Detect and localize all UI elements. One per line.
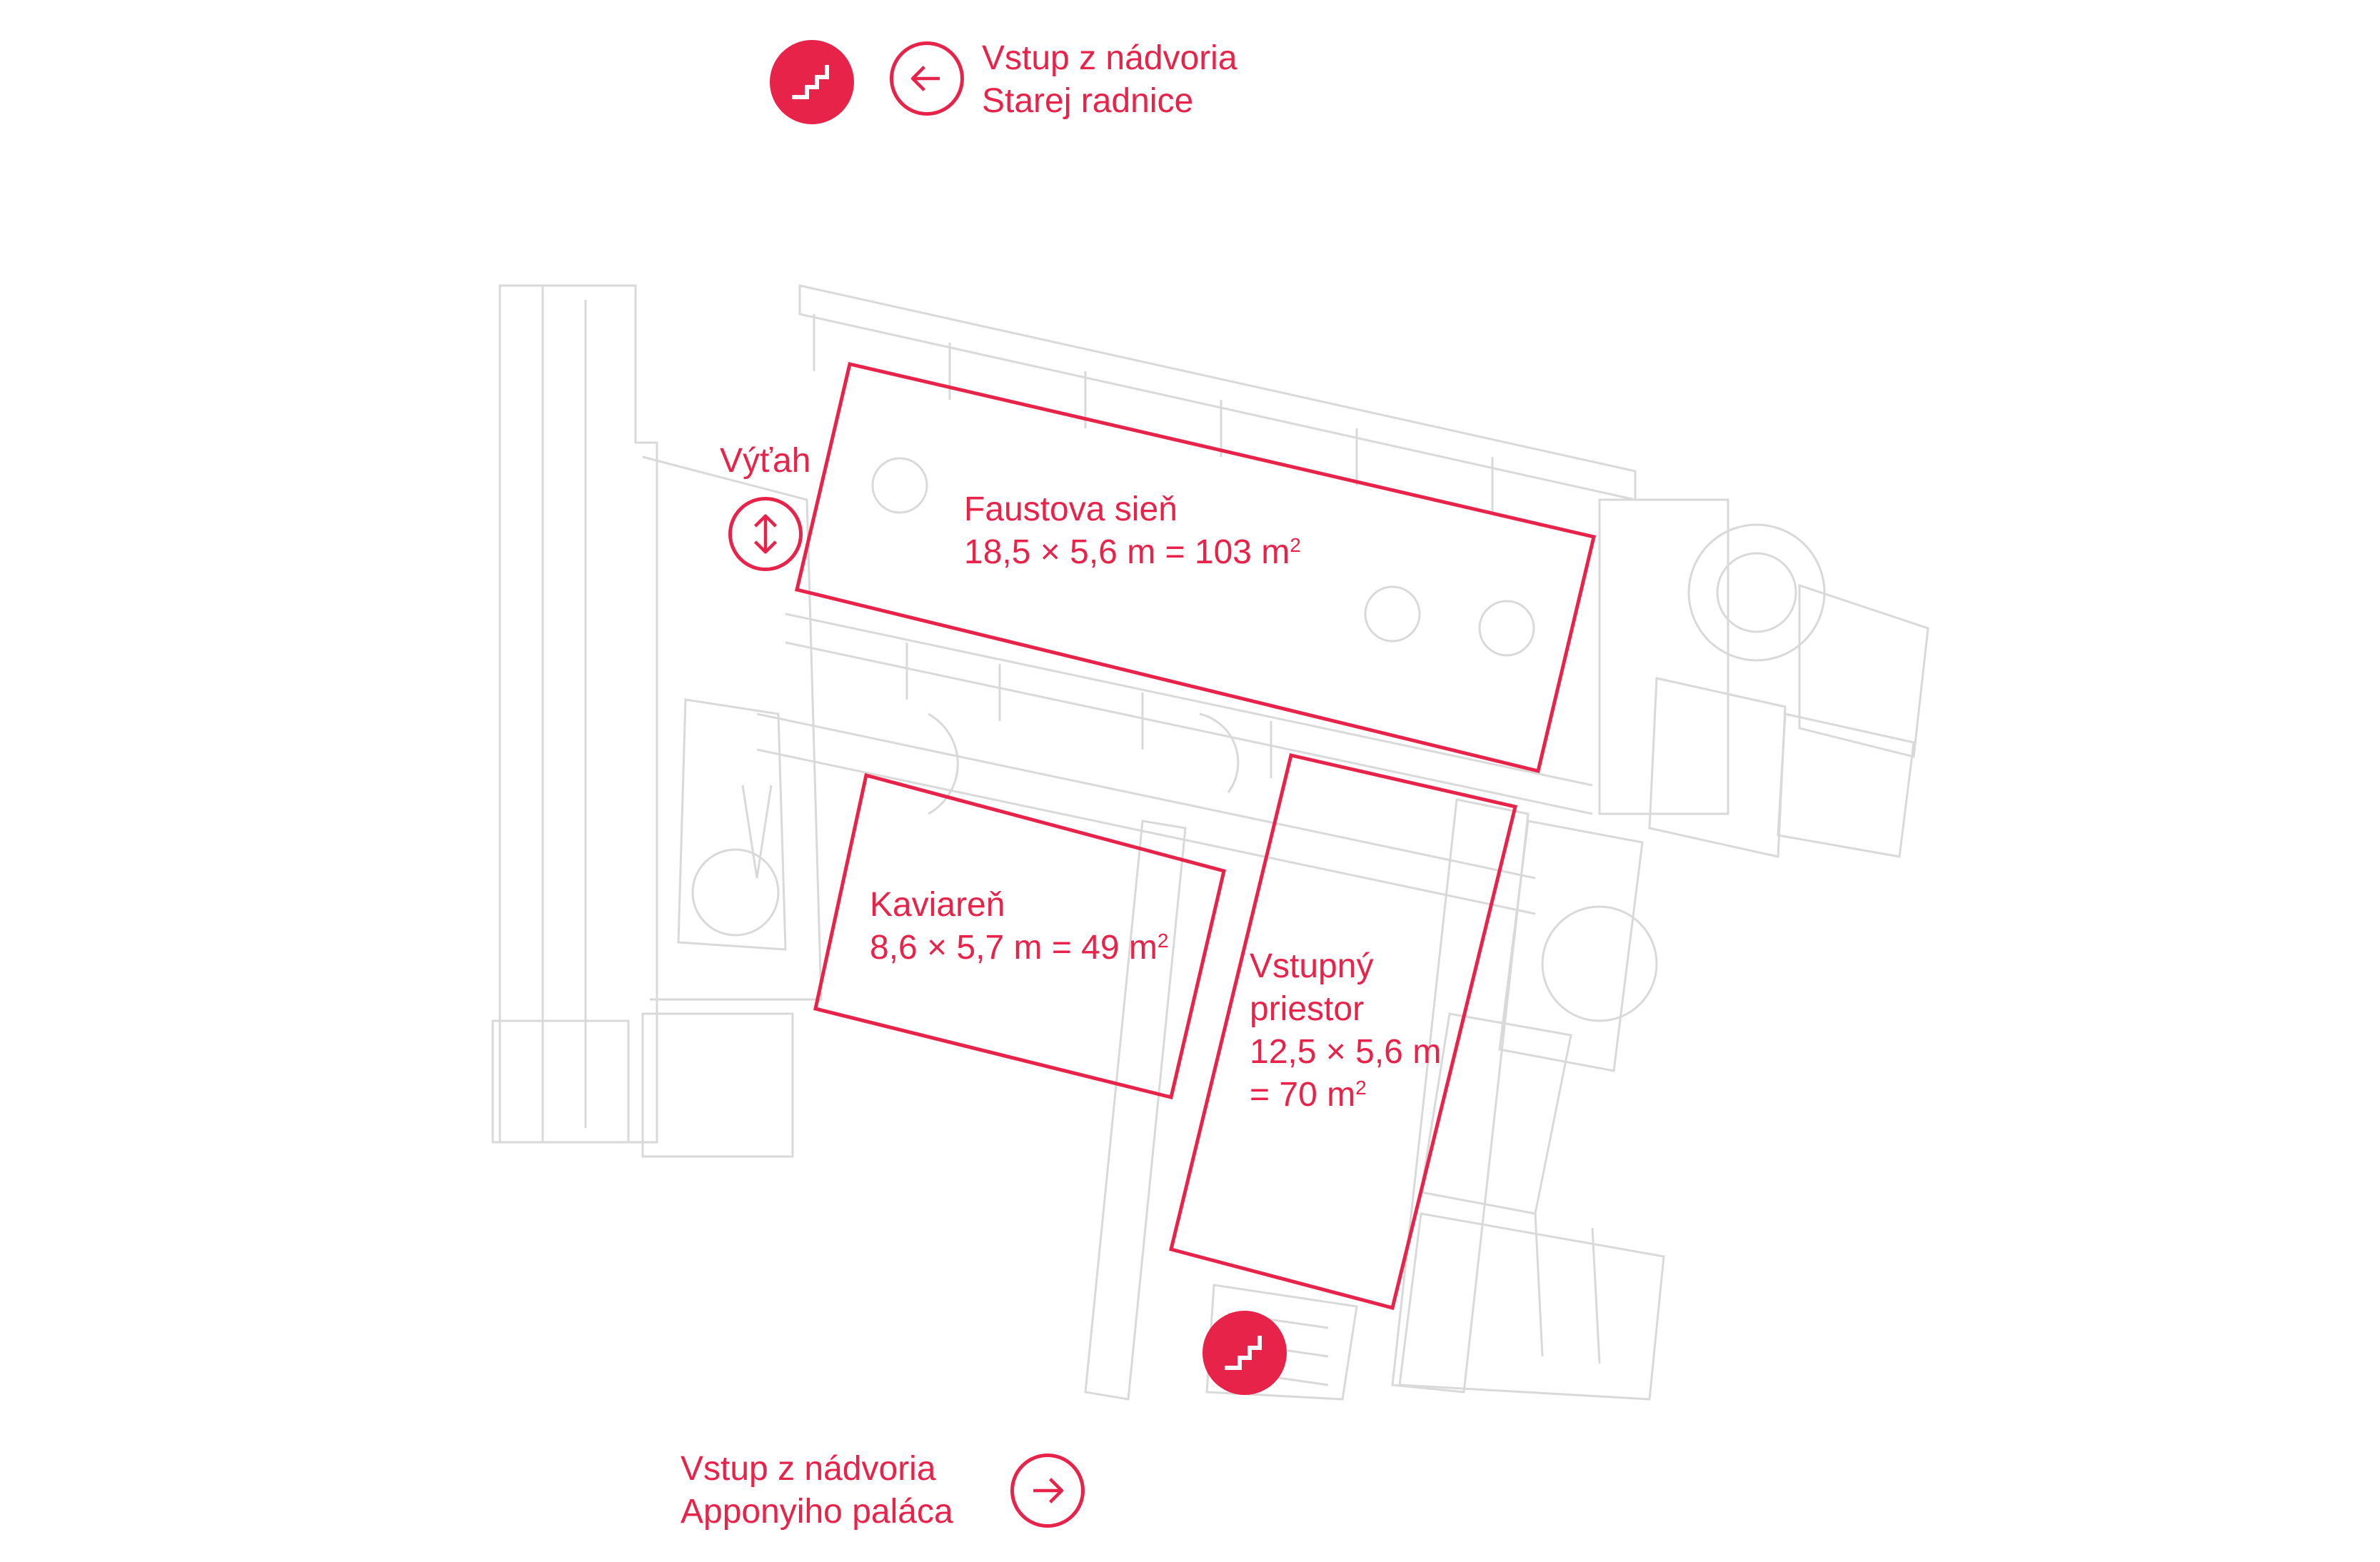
entrance-bottom-label: Vstup z nádvoria Apponyiho paláca	[681, 1448, 953, 1533]
room-size-line1: 12,5 × 5,6 m	[1250, 1033, 1442, 1071]
room-kaviaren[interactable]: Kaviareň 8,6 × 5,7 m = 49 m2	[870, 884, 1168, 969]
room-vstupny-priestor[interactable]: Vstupný priestor 12,5 × 5,6 m = 70 m2	[1250, 945, 1441, 1117]
room-vstupny-priestor-outline	[1168, 753, 1518, 1311]
room-name-line2: priestor	[1250, 990, 1365, 1028]
room-size-unit: 2	[1355, 1077, 1367, 1099]
room-kaviaren-outline	[813, 772, 1226, 1100]
elevator-label: Výťah	[720, 442, 811, 480]
room-size: 18,5 × 5,6 m = 103 m	[964, 533, 1290, 571]
entrance-top-line1: Vstup z nádvoria	[982, 39, 1237, 77]
room-name: Faustova sieň	[964, 490, 1178, 528]
elevator-updown-icon[interactable]	[728, 497, 803, 571]
room-size-unit: 2	[1157, 929, 1169, 952]
arrow-left-icon[interactable]	[890, 41, 964, 116]
room-faustova-sien[interactable]: Faustova sieň 18,5 × 5,6 m = 103 m2	[964, 488, 1301, 574]
room-name-line1: Vstupný	[1250, 947, 1374, 985]
room-size: = 70 m	[1250, 1076, 1356, 1114]
stairs-icon-bottom	[1202, 1311, 1287, 1395]
room-faustova-sien-outline	[795, 362, 1597, 774]
room-size: 8,6 × 5,7 m = 49 m	[870, 929, 1158, 967]
entrance-bottom-line2: Apponyiho paláca	[681, 1493, 953, 1531]
room-name: Kaviareň	[870, 886, 1005, 924]
entrance-bottom-line1: Vstup z nádvoria	[681, 1450, 936, 1488]
entrance-top-line2: Starej radnice	[982, 82, 1194, 120]
stairs-icon-top	[770, 40, 854, 124]
room-size-unit: 2	[1290, 534, 1301, 556]
arrow-right-icon[interactable]	[1010, 1453, 1085, 1528]
entrance-top-label: Vstup z nádvoria Starej radnice	[982, 37, 1237, 123]
